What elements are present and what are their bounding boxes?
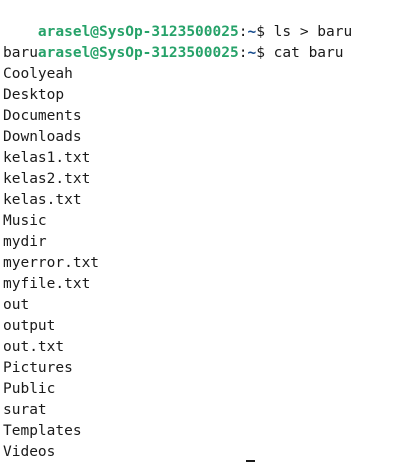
command-text: cat baru bbox=[273, 45, 344, 61]
text-cursor bbox=[246, 460, 255, 462]
command-text: ls > baru bbox=[273, 24, 353, 40]
prompt-path: ~ bbox=[247, 45, 257, 61]
output-line: mydir bbox=[3, 234, 47, 250]
output-line: Downloads bbox=[3, 129, 82, 145]
command-line-2: arasel@SysOp-3123500025:~$ cat baru bbox=[3, 22, 419, 61]
output-line: Coolyeah bbox=[3, 66, 73, 82]
output-line: kelas.txt bbox=[3, 192, 82, 208]
output-line: myfile.txt bbox=[3, 276, 91, 292]
output-line: myerror.txt bbox=[3, 255, 100, 271]
output-line: output bbox=[3, 318, 56, 334]
output-line: Desktop bbox=[3, 87, 65, 103]
prompt-user-host: arasel@SysOp-3123500025 bbox=[37, 45, 239, 61]
output-line: Videos bbox=[3, 444, 56, 460]
output-line: out bbox=[3, 297, 30, 313]
prompt-path: ~ bbox=[247, 24, 257, 40]
output-line: surat bbox=[3, 402, 47, 418]
output-line: kelas1.txt bbox=[3, 150, 91, 166]
output-line: kelas2.txt bbox=[3, 171, 91, 187]
prompt-user-host: arasel@SysOp-3123500025 bbox=[37, 24, 239, 40]
prompt-separator: : bbox=[238, 45, 248, 61]
output-line: Public bbox=[3, 381, 56, 397]
output-line: Music bbox=[3, 213, 47, 229]
command-line-1: arasel@SysOp-3123500025:~$ ls > baru bbox=[3, 1, 419, 40]
output-line: Pictures bbox=[3, 360, 73, 376]
prompt-separator: : bbox=[238, 24, 248, 40]
output-line: baru bbox=[3, 45, 38, 61]
output-line: Documents bbox=[3, 108, 82, 124]
output-line: Templates bbox=[3, 423, 82, 439]
output-line: out.txt bbox=[3, 339, 65, 355]
prompt-symbol: $ bbox=[256, 24, 274, 40]
prompt-symbol: $ bbox=[256, 45, 274, 61]
